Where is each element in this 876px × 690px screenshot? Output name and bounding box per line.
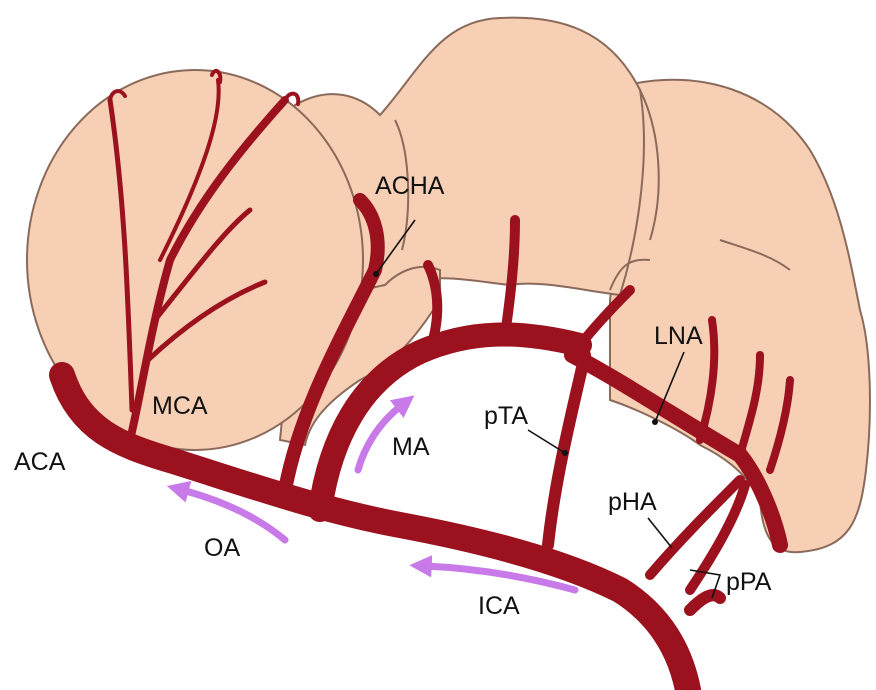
pta-vessel xyxy=(548,355,585,545)
label-ica: ICA xyxy=(478,592,520,620)
pha-leader xyxy=(648,518,672,548)
label-acha: ACHA xyxy=(375,172,445,200)
label-oa: OA xyxy=(204,534,240,562)
label-ma: MA xyxy=(392,433,430,461)
label-aca: ACA xyxy=(14,448,66,476)
label-mca: MCA xyxy=(152,392,208,420)
label-pta: pTA xyxy=(484,402,528,430)
acha-leader-dot xyxy=(373,271,379,277)
label-ppa: pPA xyxy=(726,568,772,596)
pPA-vessel xyxy=(690,595,720,610)
pta-leader-dot xyxy=(562,450,568,456)
label-lna: LNA xyxy=(654,322,703,350)
label-pha: pHA xyxy=(608,488,657,516)
lna-leader-dot xyxy=(652,419,658,425)
